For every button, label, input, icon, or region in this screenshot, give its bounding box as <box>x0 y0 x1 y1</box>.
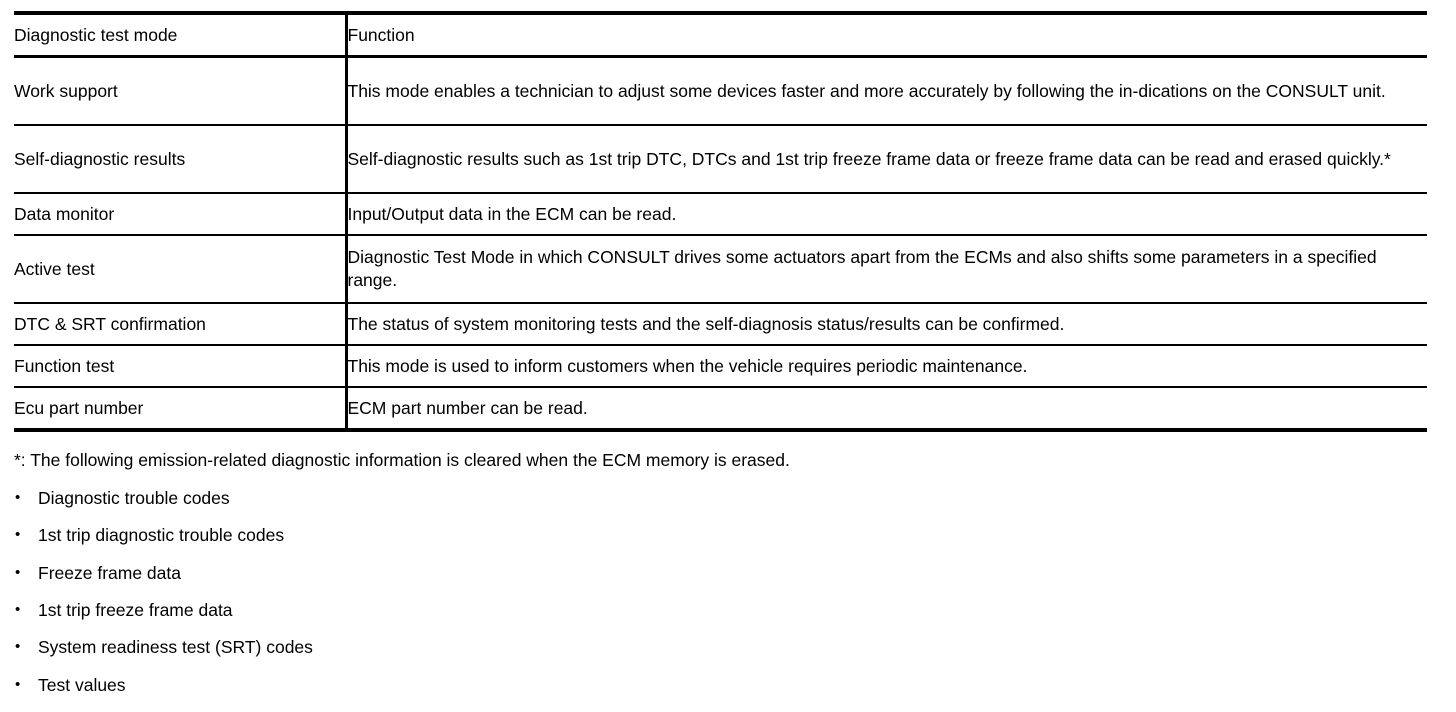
cell-mode-function-test: Function test <box>14 344 348 387</box>
cell-function-function-test: This mode is used to inform customers wh… <box>346 344 1427 387</box>
bullet-icon: • <box>15 675 21 693</box>
table-row: Data monitor Input/Output data in the EC… <box>14 192 1427 235</box>
list-item-label: 1st trip diagnostic trouble codes <box>38 525 285 546</box>
footnote-text: *: The following emission-related diagno… <box>14 450 790 470</box>
cell-mode-work-support: Work support <box>14 56 348 125</box>
list-item-label: 1st trip freeze frame data <box>38 600 233 620</box>
cell-function-ecu-part-number: ECM part number can be read. <box>346 386 1427 432</box>
bullet-icon: • <box>15 638 21 656</box>
table-body: Work support This mode enables a technic… <box>14 56 1427 432</box>
table-row: Active test Diagnostic Test Mode in whic… <box>14 234 1427 303</box>
table-row: DTC & SRT confirmation The status of sys… <box>14 302 1427 345</box>
table-header: Diagnostic test mode Function <box>14 11 1427 58</box>
diagnostic-test-mode-table: Diagnostic test mode Function Work suppo… <box>14 11 1427 432</box>
table-row: Work support This mode enables a technic… <box>14 56 1427 125</box>
list-item: • System readiness test (SRT) codes <box>14 637 1434 659</box>
table-row: Function test This mode is used to infor… <box>14 344 1427 387</box>
cell-function-data-monitor: Input/Output data in the ECM can be read… <box>346 192 1427 235</box>
bullet-icon: • <box>15 563 21 581</box>
list-item: • Diagnostic trouble codes <box>14 488 1434 510</box>
bullet-icon: • <box>15 601 21 618</box>
list-item: • Freeze frame data <box>14 563 1434 585</box>
list-item: • 1st trip freeze frame data <box>14 600 1434 622</box>
bullet-icon: • <box>15 526 21 544</box>
list-item: • 1st trip diagnostic trouble codes <box>14 525 1434 547</box>
bullet-icon: • <box>15 488 21 506</box>
table-header-row: Diagnostic test mode Function <box>14 11 1427 58</box>
cell-function-work-support: This mode enables a technician to adjust… <box>347 80 1386 101</box>
diagnostic-test-mode-table-container: Diagnostic test mode Function Work suppo… <box>14 11 1427 432</box>
list-item-label: Test values <box>38 674 126 695</box>
cell-mode-data-monitor: Data monitor <box>14 192 348 235</box>
table-row: Ecu part number ECM part number can be r… <box>14 386 1427 432</box>
column-header-function: Function <box>346 11 1427 58</box>
cell-mode-ecu-part-number: Ecu part number <box>14 386 348 432</box>
cell-mode-self-diagnostic-results: Self-diagnostic results <box>14 124 348 193</box>
table-row: Self-diagnostic results Self-diagnostic … <box>14 124 1427 193</box>
list-item: • Test values <box>14 675 1434 697</box>
cell-mode-active-test: Active test <box>14 234 348 303</box>
column-header-diagnostic-test-mode: Diagnostic test mode <box>14 11 348 58</box>
list-item-label: System readiness test (SRT) codes <box>38 637 313 658</box>
list-item-label: Freeze frame data <box>38 562 181 583</box>
cleared-information-list: • Diagnostic trouble codes • 1st trip di… <box>14 488 1434 697</box>
footnote-section: *: The following emission-related diagno… <box>14 450 1434 712</box>
list-item-label: Diagnostic trouble codes <box>38 487 230 508</box>
cell-function-self-diagnostic-results: Self-diagnostic results such as 1st trip… <box>346 124 1427 193</box>
cell-function-active-test: Diagnostic Test Mode in which CONSULT dr… <box>346 234 1427 303</box>
cell-mode-dtc-srt-confirmation: DTC & SRT confirmation <box>14 302 348 345</box>
cell-function-dtc-srt-confirmation: The status of system monitoring tests an… <box>346 302 1427 345</box>
